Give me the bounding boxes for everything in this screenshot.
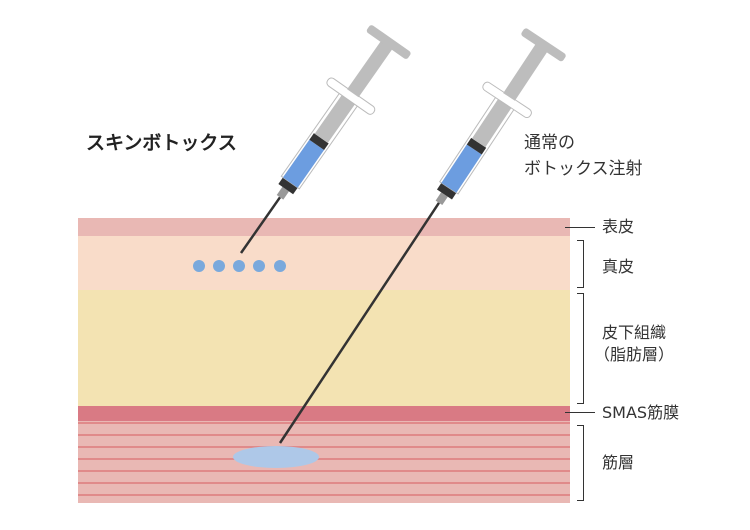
label-epidermis: 表皮	[602, 217, 635, 236]
normal-botox-syringe	[278, 28, 566, 444]
label-muscle: 筋層	[602, 453, 635, 472]
injection-dots	[193, 260, 286, 272]
dermis-layer	[78, 236, 570, 290]
muscle-layer	[78, 421, 570, 503]
skin-botox-syringe	[239, 25, 411, 254]
subcutaneous-layer	[78, 290, 570, 406]
skin-botox-title: スキンボトックス	[86, 132, 237, 154]
label-subcutaneous-line1: 皮下組織	[602, 323, 667, 342]
epidermis-layer	[78, 218, 570, 236]
label-subcutaneous-line2: （脂肪層）	[594, 345, 675, 364]
normal-botox-title-line1: 通常の	[524, 133, 575, 153]
layer-brackets	[565, 227, 595, 501]
injection-pool	[233, 446, 319, 468]
label-subcutaneous: 皮下組織 （脂肪層）	[594, 322, 674, 366]
normal-botox-title: 通常の ボトックス注射	[524, 130, 643, 182]
smas-layer	[78, 406, 570, 421]
normal-botox-title-line2: ボトックス注射	[524, 159, 643, 179]
label-dermis: 真皮	[602, 257, 635, 276]
label-smas: SMAS筋膜	[602, 403, 680, 422]
